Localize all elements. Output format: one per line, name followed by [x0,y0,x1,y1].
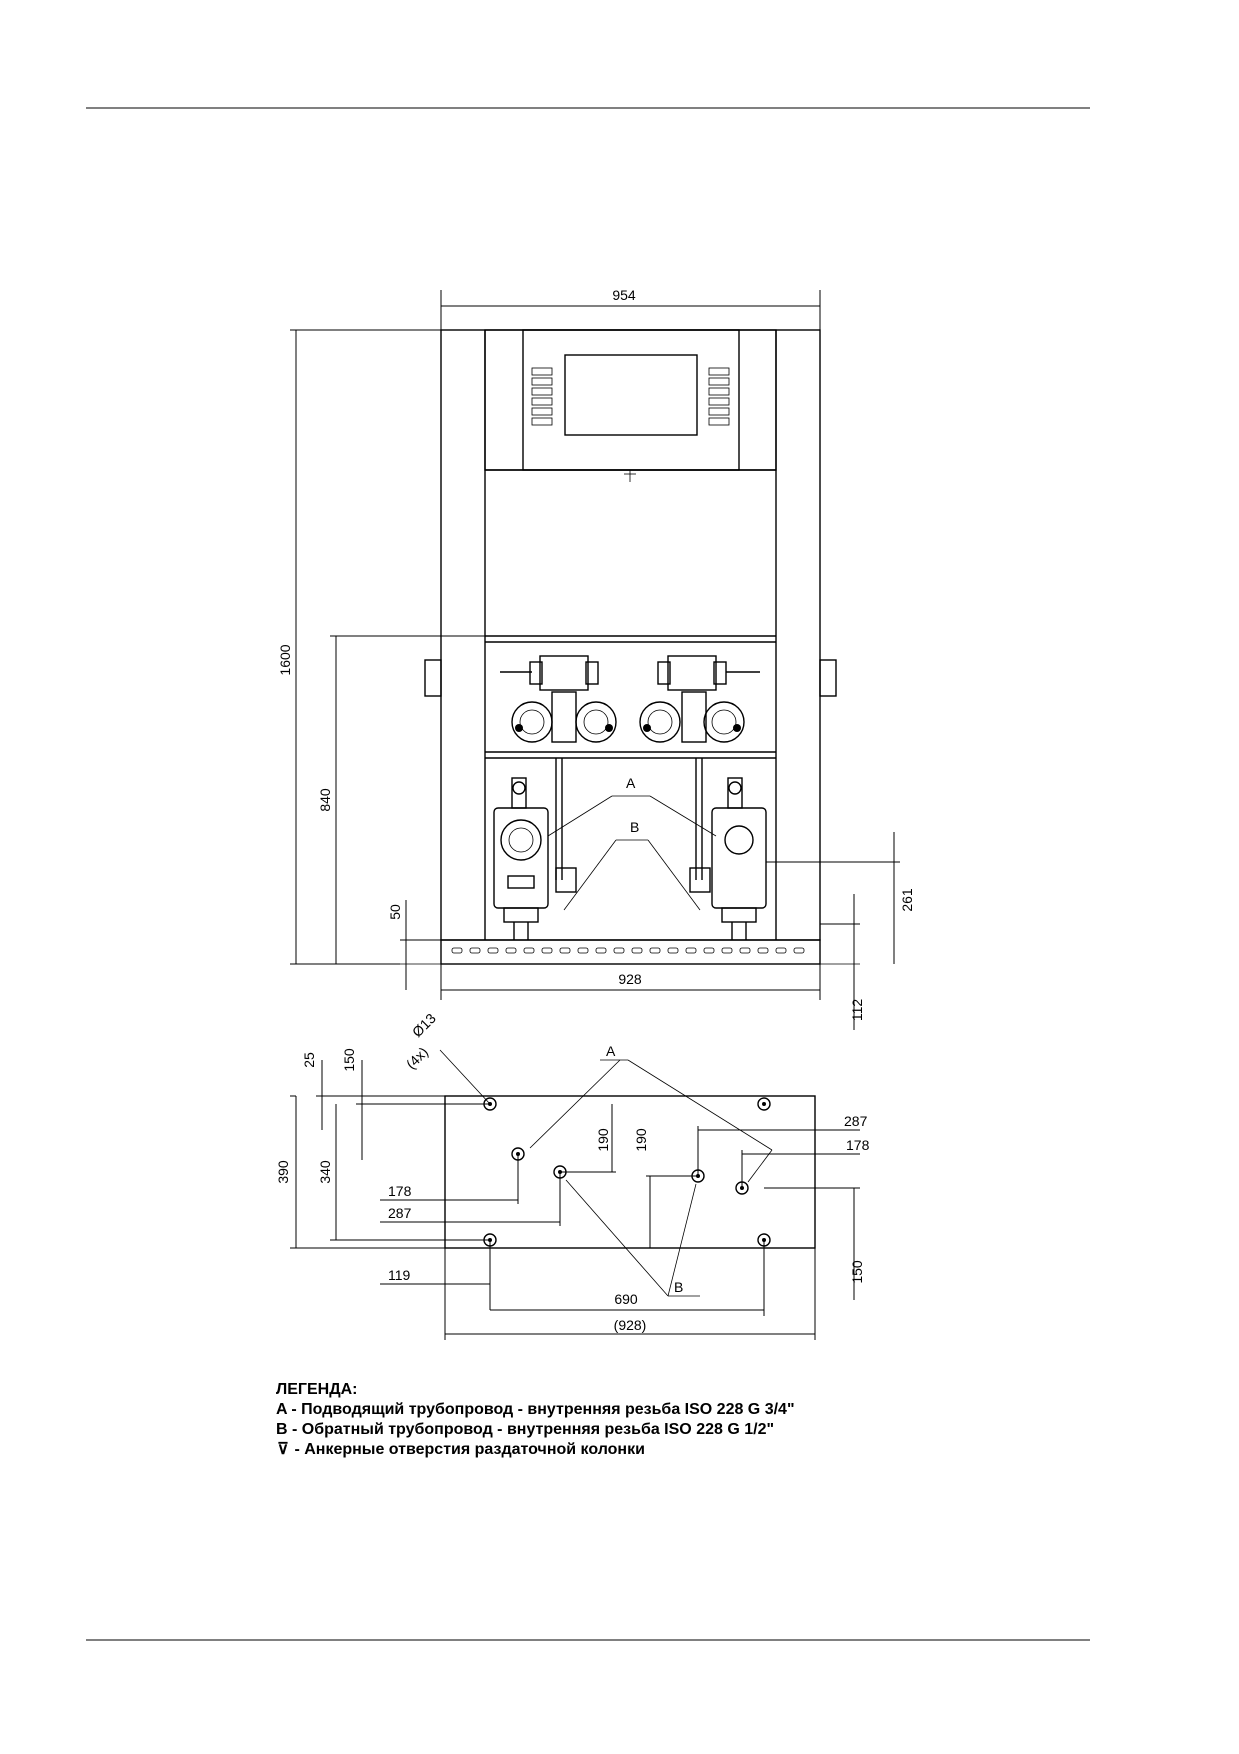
filter-unit-right [711,777,767,940]
legend-title: ЛЕГЕНДА: [276,1381,358,1398]
base-slots [451,947,805,954]
svg-text:150: 150 [341,1048,357,1072]
legend-line-a: A - Подводящий трубопровод - внутренняя … [276,1401,795,1418]
dim-plan-150-right: 150 [764,1187,865,1300]
dim-plan-928: (928) [445,1248,816,1340]
svg-text:954: 954 [612,287,636,303]
svg-text:112: 112 [849,999,865,1022]
dim-plan-119: 119 [380,1240,491,1340]
legend-line-b: B - Обратный трубопровод - внутренняя ре… [276,1421,775,1438]
svg-text:Ø13: Ø13 [409,1010,439,1040]
svg-text:(928): (928) [614,1317,647,1333]
label-b-front: B [630,819,639,835]
legend: ЛЕГЕНДА: A - Подводящий трубопровод - вн… [276,1380,795,1460]
plan-view: A B Ø13 (4x) 25 150 3 [275,1010,870,1340]
svg-text:25: 25 [301,1052,317,1068]
dim-height-840: 840 [317,635,485,964]
pump-unit-right [639,655,760,743]
svg-text:1600: 1600 [277,644,293,675]
front-view: A B 954 1600 840 [277,287,915,1030]
label-a-plan: A [606,1043,616,1059]
svg-text:690: 690 [614,1291,638,1307]
svg-text:390: 390 [275,1160,291,1184]
svg-text:(4x): (4x) [403,1044,431,1072]
label-a-front: A [626,775,636,791]
dim-112: 112 [820,894,865,1030]
dim-plan-178-left: 178 [380,1154,519,1204]
callout-b-front: B [563,819,701,911]
dim-height-1600: 1600 [277,329,441,965]
pump-unit-left [500,655,617,743]
hole-callout: Ø13 (4x) [403,1010,491,1105]
callout-b-plan: B [565,1179,700,1297]
dim-plan-287-right: 287 [697,1113,868,1176]
anchor-hole-tr [757,1097,771,1111]
dim-plan-190-b: 190 [633,1128,698,1248]
dim-plan-150-left: 150 [341,1048,490,1160]
dim-plan-190-a: 190 [560,1104,616,1173]
callout-a-plan: A [529,1043,773,1183]
dim-width-954: 954 [440,287,821,330]
dim-base-928: 928 [440,964,821,1000]
svg-text:928: 928 [618,971,642,987]
svg-text:50: 50 [387,904,403,920]
anchor-symbol-icon: ⊽ [277,1441,289,1458]
dim-base-50: 50 [387,900,441,990]
svg-text:287: 287 [388,1205,412,1221]
svg-text:190: 190 [595,1128,611,1152]
callout-a-front: A [547,775,717,837]
label-b-plan: B [674,1279,683,1295]
dim-261: 261 [766,832,915,964]
dim-plan-340: 340 [317,1104,490,1241]
svg-text:119: 119 [388,1267,411,1283]
dim-plan-287-left: 287 [380,1172,561,1226]
svg-text:340: 340 [317,1160,333,1184]
filter-unit-left [493,777,549,940]
svg-text:261: 261 [899,888,915,912]
legend-line-anchor: ⊽ - Анкерные отверстия раздаточной колон… [276,1440,795,1460]
display-buttons-left [531,367,553,426]
display-buttons-right [708,367,730,426]
dim-plan-690: 690 [490,1240,765,1316]
svg-text:840: 840 [317,788,333,812]
legend-anchor-text: - Анкерные отверстия раздаточной колонки [290,1441,645,1458]
dim-plan-390: 390 [275,1095,445,1249]
svg-text:178: 178 [388,1183,412,1199]
svg-text:287: 287 [844,1113,868,1129]
dim-plan-178-right: 178 [741,1137,870,1188]
svg-text:190: 190 [633,1128,649,1152]
svg-text:150: 150 [849,1260,865,1284]
svg-text:178: 178 [846,1137,870,1153]
dim-plan-25: 25 [301,1052,445,1130]
